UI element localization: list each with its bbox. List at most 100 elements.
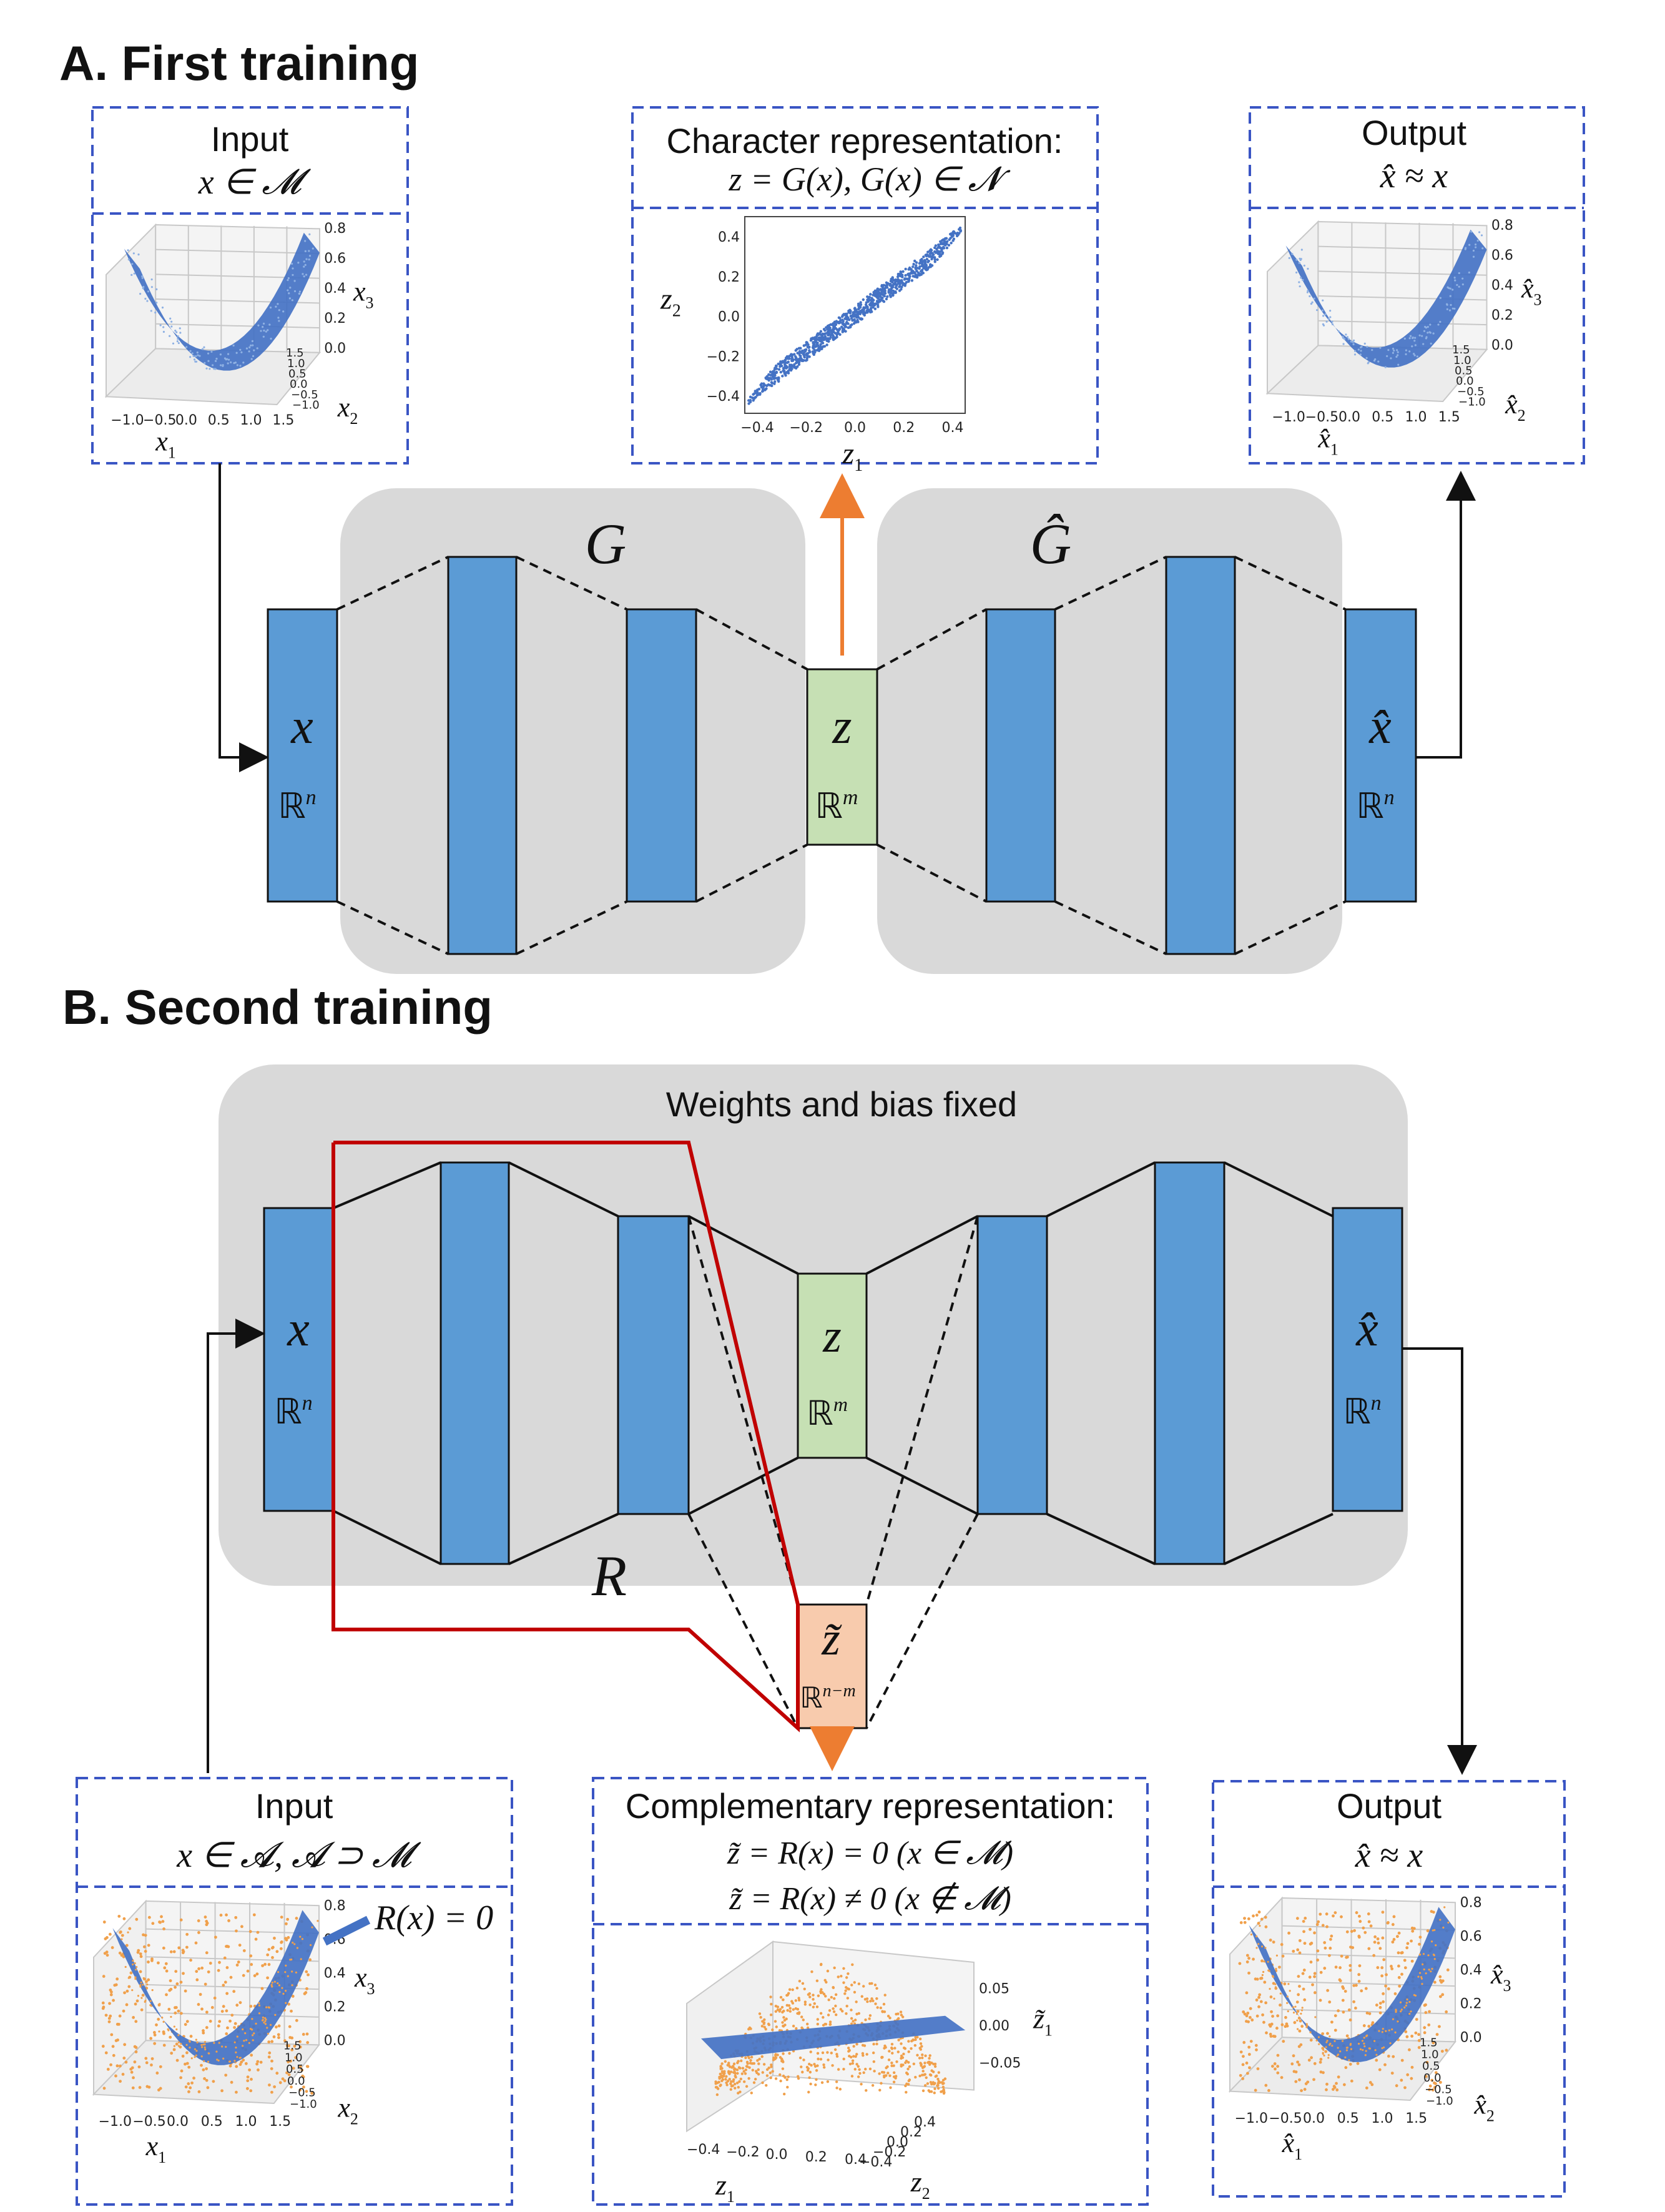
surface-speckle [1419,1972,1422,1974]
surface-speckle [1345,333,1347,336]
scatter-point [808,2076,811,2080]
x-axis-label-sub: 1 [1294,2145,1302,2163]
scatter-point [782,2009,785,2013]
scatter-point [914,2075,917,2079]
surface-speckle [264,2020,267,2023]
scatter-point [1309,1942,1312,1946]
scatter-point [235,1964,239,1967]
scatter-point [882,290,885,293]
scatter-point [1355,1911,1358,1914]
scatter-point [1298,1951,1302,1955]
scatter-point [245,2087,249,2090]
surface-speckle [213,368,215,370]
scatter-point [926,2082,930,2085]
label-rn-b: ℝn [274,1392,312,1432]
scatter-point [807,2090,810,2094]
surface-speckle [1405,2002,1408,2004]
scatter-point [904,273,907,277]
surface-speckle [173,2025,175,2028]
scatter-point [1378,1947,1382,1950]
scatter-point [157,2017,160,2021]
surface-speckle [244,2032,247,2035]
scatter-point [774,2053,777,2056]
surface-speckle [1300,2009,1304,2012]
y-tick-label: 0.0 [718,310,740,325]
scatter-point [791,358,795,361]
surface-speckle [267,2032,270,2035]
surface-speckle [1393,349,1395,352]
surface-speckle [172,342,175,345]
scatter-point [922,255,925,258]
surface-speckle [1464,248,1466,250]
scatter-point [1382,2000,1385,2003]
scatter-point [104,1937,107,1940]
scatter-point [789,353,793,356]
scatter-point [907,279,911,282]
scatter-point [858,306,862,310]
scatter-point [285,2071,288,2075]
surface-speckle [131,263,134,265]
scatter-point [755,393,759,397]
scatter-point [888,2074,891,2077]
label-x-b: x [287,1302,310,1357]
surface-speckle [1327,2057,1330,2059]
surface-speckle [1322,324,1325,327]
scatter-point [289,2059,293,2063]
scatter-point [1297,1993,1300,1997]
rm-symbol: ℝ [815,787,843,826]
surface-speckle [227,353,230,355]
surface-speckle [1382,2028,1384,2030]
surface-speckle [1295,271,1298,274]
surface-speckle [170,325,173,328]
surface-speckle [1405,349,1407,351]
surface-speckle [1257,1943,1260,1945]
scatter-point [1245,1991,1249,1995]
label-rnm: ℝn−m [800,1681,856,1714]
surface-speckle [1339,2050,1342,2053]
surface-speckle [188,2040,191,2042]
scatter-point [845,315,849,318]
scatter-point [1403,1959,1407,1962]
scatter-point [1387,1987,1390,1990]
scatter-point [1273,2062,1277,2065]
scatter-point [1319,2060,1322,2064]
surface-speckle [1250,1933,1253,1936]
z-tick-label: 0.2 [1491,308,1513,323]
axis-labels: x̂1x̂2x̂3 [1282,1959,1511,2163]
scatter-point [869,2000,872,2003]
scatter-point [779,370,783,374]
scatter-point [906,272,910,276]
scatter-point [792,2024,795,2028]
scatter-point [147,1960,150,1964]
surface-speckle [292,267,294,270]
scatter-point [890,277,893,281]
scatter-point [912,2062,916,2066]
surface-speckle [263,329,265,332]
scatter-point [794,356,798,360]
surface-speckle [233,2041,236,2043]
scatter-point [762,2021,766,2024]
scatter-point [798,1980,802,1983]
scatter-point [721,2078,725,2082]
layer-output-xhat-a [1344,608,1417,903]
scatter-point [209,1962,212,1965]
surface-speckle [1348,2059,1350,2062]
surface-speckle [1297,2028,1299,2030]
scatter-point [266,1976,269,1980]
scatter-point [285,1922,288,1925]
scatter-point [844,1989,847,1992]
scatter-point [1338,1979,1342,1983]
scatter-point [1425,2060,1429,2064]
surface-speckle [177,2041,180,2043]
scatter-point [866,305,869,309]
scatter-point [842,2057,845,2061]
scatter-point [928,2060,931,2064]
scatter-point [796,351,799,355]
surface-speckle [150,278,153,281]
surface-speckle [1329,2035,1331,2038]
scatter-point [920,2045,923,2048]
x-tick-label: 0.5 [201,2114,223,2130]
scatter-point [204,1982,207,1986]
scatter-point [725,2075,728,2078]
